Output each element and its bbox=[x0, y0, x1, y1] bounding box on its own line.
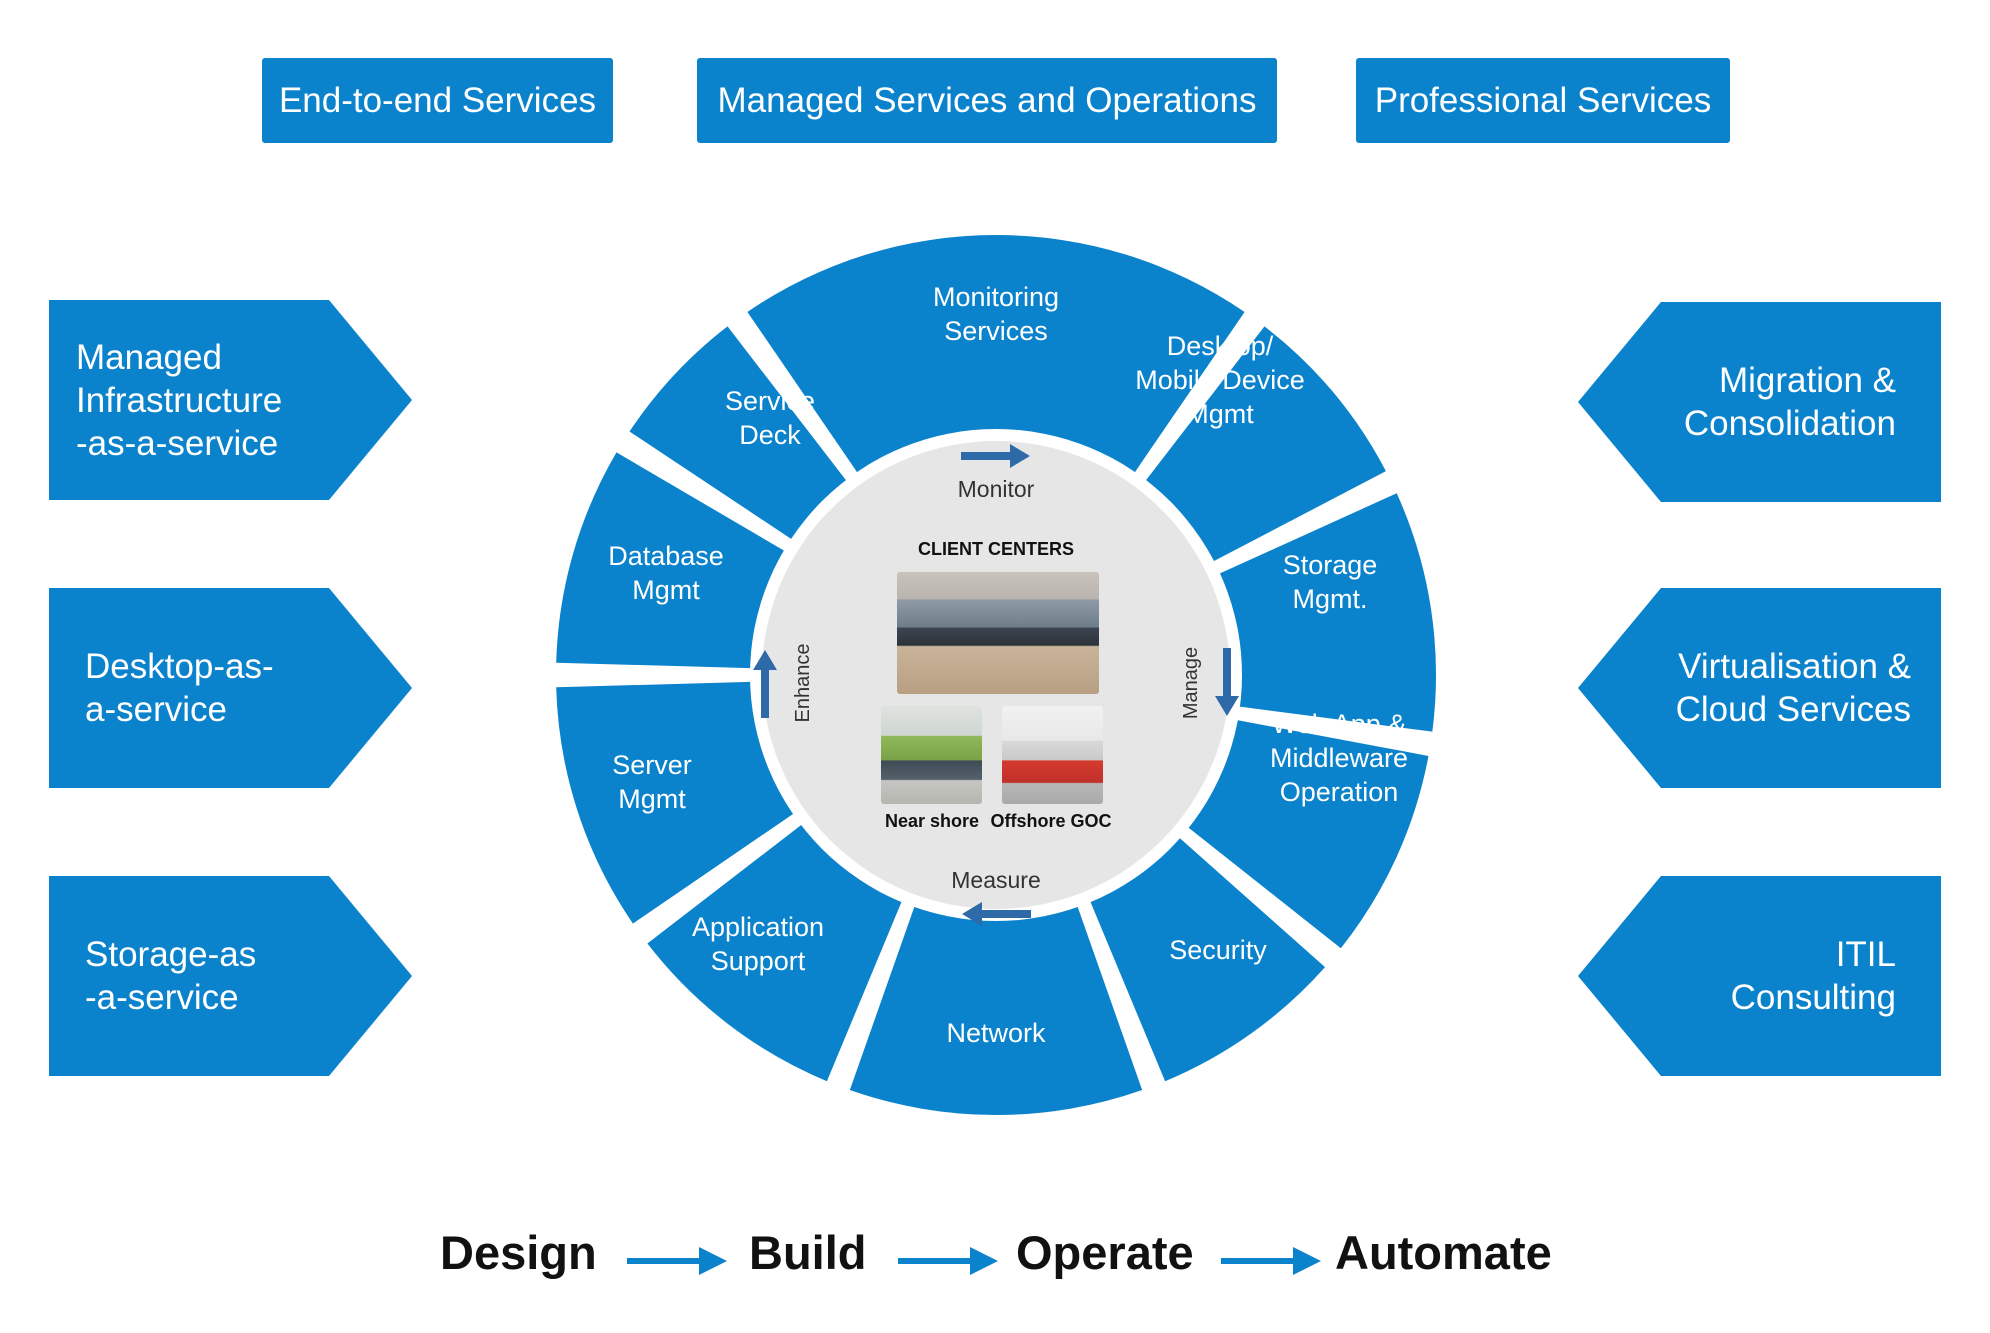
flow-arrow-icon bbox=[627, 1247, 727, 1275]
segment-label-monitoring-services: Monitoring bbox=[933, 282, 1059, 312]
segment-label-service-deck: Deck bbox=[739, 420, 801, 450]
segment-label-database-mgmt: Database bbox=[608, 541, 724, 571]
wheel-segments bbox=[556, 235, 1436, 1115]
offering-line: Managed bbox=[76, 337, 222, 377]
segment-label-storage-mgmt: Mgmt. bbox=[1292, 584, 1367, 614]
segment-storage-mgmt bbox=[1216, 493, 1436, 732]
flow-arrow-icon bbox=[898, 1247, 998, 1275]
segment-label-web-app-middleware-operation: Operation bbox=[1280, 777, 1399, 807]
top-box-professional-services: Professional Services bbox=[1356, 58, 1730, 143]
near-shore-photo bbox=[881, 706, 982, 804]
segment-label-server-mgmt: Mgmt bbox=[618, 784, 686, 814]
segment-label-web-app-middleware-operation: Middleware bbox=[1270, 743, 1408, 773]
segment-label-storage-mgmt: Storage bbox=[1283, 550, 1378, 580]
offering-line: Desktop-as- bbox=[85, 647, 274, 686]
right-offering-migration: Migration & Consolidation bbox=[1578, 302, 1941, 502]
segment-label-desktop-mobile-device-mgmt: Desktop/ bbox=[1167, 331, 1274, 361]
segment-database-mgmt bbox=[556, 452, 788, 669]
segment-label-web-app-middleware-operation: Web App & bbox=[1272, 709, 1407, 739]
segment-label-network: Network bbox=[946, 1018, 1046, 1048]
offering-shape bbox=[1578, 588, 1941, 788]
top-box-managed-services: Managed Services and Operations bbox=[697, 58, 1277, 143]
offering-line: Infrastructure bbox=[76, 380, 283, 420]
measure-arrow-icon bbox=[962, 902, 1031, 926]
segment-service-deck bbox=[629, 326, 849, 542]
left-offering-infrastructure: Managed Infrastructure -as-a-service bbox=[49, 300, 412, 500]
cycle-monitor-label: Monitor bbox=[958, 476, 1035, 502]
client-center-photo bbox=[897, 572, 1099, 694]
segment-application-support bbox=[647, 822, 904, 1082]
monitor-arrow-icon bbox=[961, 444, 1030, 468]
offering-line: Virtualisation & bbox=[1678, 647, 1911, 686]
segment-label-application-support: Support bbox=[711, 946, 806, 976]
offering-line: Migration & bbox=[1718, 361, 1896, 400]
offering-line: -as-a-service bbox=[76, 423, 279, 463]
flow-operate: Operate bbox=[1016, 1226, 1194, 1279]
offering-shape bbox=[49, 300, 412, 500]
right-offering-virtualisation: Virtualisation & Cloud Services bbox=[1578, 588, 1941, 788]
offering-line: Consolidation bbox=[1683, 404, 1896, 443]
near-shore-label: Near shore bbox=[885, 811, 979, 831]
top-box-end-to-end: End-to-end Services bbox=[262, 58, 613, 143]
segment-label-monitoring-services: Services bbox=[944, 316, 1048, 346]
offering-line: ITIL bbox=[1835, 935, 1896, 974]
segment-label-service-deck: Service bbox=[725, 386, 815, 416]
segment-label-application-support: Application bbox=[692, 912, 824, 942]
left-offering-desktop: Desktop-as- a-service bbox=[49, 588, 412, 788]
offering-shape bbox=[1578, 302, 1941, 502]
segment-network bbox=[849, 903, 1143, 1115]
manage-arrow-icon bbox=[1215, 648, 1239, 716]
offshore-photo bbox=[1002, 706, 1103, 804]
client-centers-title: CLIENT CENTERS bbox=[918, 539, 1074, 559]
enhance-arrow-icon bbox=[753, 650, 777, 718]
left-offering-storage: Storage-as -a-service bbox=[49, 876, 412, 1076]
flow-arrow-icon bbox=[1221, 1247, 1321, 1275]
segment-web-app-middleware-operation bbox=[1185, 719, 1429, 949]
offering-shape bbox=[49, 876, 412, 1076]
offering-line: a-service bbox=[85, 690, 227, 729]
right-offering-itil: ITIL Consulting bbox=[1578, 876, 1941, 1076]
offering-line: Consulting bbox=[1730, 978, 1896, 1017]
offshore-label: Offshore GOC bbox=[990, 811, 1111, 831]
offering-shape bbox=[49, 588, 412, 788]
offering-line: Storage-as bbox=[85, 935, 257, 974]
offering-line: -a-service bbox=[85, 978, 239, 1017]
segment-server-mgmt bbox=[556, 681, 797, 924]
flow-design: Design bbox=[440, 1226, 597, 1279]
segment-label-database-mgmt: Mgmt bbox=[632, 575, 700, 605]
segment-label-server-mgmt: Server bbox=[612, 750, 692, 780]
cycle-manage-label: Manage bbox=[1180, 647, 1202, 719]
flow-build: Build bbox=[749, 1226, 867, 1279]
segment-security bbox=[1088, 835, 1326, 1082]
segment-label-security: Security bbox=[1169, 935, 1267, 965]
segment-label-desktop-mobile-device-mgmt: Mgmt bbox=[1186, 399, 1254, 429]
segment-desktop-mobile-device-mgmt bbox=[1143, 326, 1386, 563]
cycle-measure-label: Measure bbox=[951, 867, 1040, 893]
offering-line: Cloud Services bbox=[1675, 690, 1911, 729]
flow-automate: Automate bbox=[1335, 1226, 1552, 1279]
offering-shape bbox=[1578, 876, 1941, 1076]
segment-label-desktop-mobile-device-mgmt: Mobile Device bbox=[1135, 365, 1305, 395]
cycle-enhance-label: Enhance bbox=[792, 644, 814, 723]
segment-monitoring-services bbox=[747, 235, 1245, 476]
